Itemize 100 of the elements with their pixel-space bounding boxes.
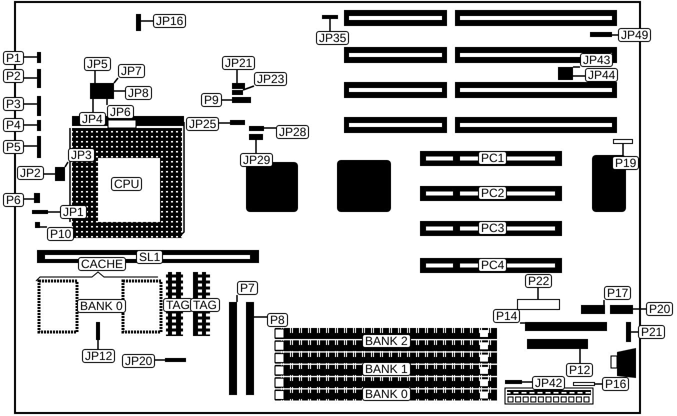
leader-line [40, 226, 47, 228]
jumper-block [232, 90, 243, 95]
leader-line [24, 103, 37, 105]
leader-line [141, 20, 153, 22]
leader-line [520, 322, 525, 324]
connector [613, 139, 633, 144]
jumper-block [32, 210, 48, 214]
leader-line [631, 331, 638, 333]
leader-line [24, 56, 37, 58]
callout-label: P5 [3, 140, 24, 154]
callout-label: JP21 [222, 56, 256, 70]
jumper-block [246, 302, 254, 395]
callout-label: BANK 2 [362, 334, 411, 348]
callout-label: JP35 [316, 31, 350, 45]
leader-line [633, 308, 646, 310]
callout-label: P8 [267, 313, 288, 327]
callout-label: P3 [3, 97, 24, 111]
callout-label: P1 [3, 51, 24, 65]
leader-line [622, 144, 624, 156]
leader-line [97, 340, 99, 349]
leader-line [48, 211, 60, 213]
callout-label: CACHE [78, 257, 126, 271]
callout-label: CPU [111, 177, 142, 191]
leader-line [94, 71, 96, 83]
leader-line [579, 349, 581, 363]
callout-label: JP1 [60, 205, 87, 219]
jumper-block [558, 67, 573, 80]
callout-label: BANK 0 [362, 387, 411, 401]
callout-label: JP29 [240, 153, 274, 167]
leader-line [242, 85, 254, 91]
leader-line [254, 316, 267, 318]
jumper-block [37, 120, 41, 131]
jumper-block [230, 120, 245, 125]
callout-label: JP2 [17, 166, 44, 180]
leader-line [595, 383, 602, 385]
jumper-block [249, 134, 263, 140]
callout-label: JP23 [254, 72, 288, 86]
jumper-block [37, 96, 41, 116]
leader-line [64, 162, 69, 168]
jumper-block [37, 69, 41, 88]
callout-label: P7 [237, 281, 258, 295]
jumper-block [626, 322, 631, 342]
leader-line [24, 198, 34, 200]
leader-line [92, 99, 94, 112]
jumper-block [102, 83, 114, 99]
callout-label: P12 [566, 363, 594, 377]
jumper-block [525, 322, 607, 331]
leader-line [537, 288, 539, 299]
callout-label: PC1 [478, 151, 508, 165]
callout-label: JP16 [153, 14, 186, 28]
leader-line [522, 381, 532, 383]
callout-label: P19 [612, 156, 640, 170]
callout-label: JP5 [84, 57, 111, 71]
leader-line [24, 145, 37, 147]
jumper-block [96, 322, 100, 340]
leader-line [219, 122, 230, 124]
connector [517, 299, 560, 310]
jumper-block [505, 380, 522, 384]
leader-line [222, 99, 232, 101]
jumper-block [165, 358, 186, 362]
leader-line [612, 34, 618, 36]
leader-line [573, 75, 585, 77]
callout-label: PC2 [478, 186, 508, 200]
jumper-block [232, 97, 251, 103]
leader-line [106, 99, 108, 105]
leader-line [603, 300, 605, 305]
callout-label: P16 [602, 377, 630, 391]
callout-label: JP20 [122, 354, 156, 368]
leader-line [114, 90, 125, 92]
callout-label: JP4 [79, 112, 106, 126]
callout-label: TAG [163, 298, 193, 312]
callout-label: P9 [201, 93, 222, 107]
jumper-block [55, 167, 65, 181]
jumper-block [322, 15, 338, 19]
callout-label: PC3 [478, 221, 508, 235]
callout-label: P21 [638, 325, 666, 339]
jumper-block [37, 52, 41, 63]
leader-line [155, 359, 165, 361]
leader-line [255, 140, 257, 153]
callout-label: JP8 [125, 86, 152, 100]
callout-label: P2 [3, 69, 24, 83]
leader-line [573, 66, 580, 68]
connector [573, 382, 595, 386]
leader-line [329, 19, 331, 31]
callout-label: P4 [3, 118, 24, 132]
callout-label: TAG [190, 298, 220, 312]
jumper-block [581, 305, 605, 314]
callout-label: JP28 [276, 125, 310, 139]
callout-label: SL1 [136, 250, 164, 264]
jumper-block [136, 14, 141, 31]
callout-label: P14 [493, 309, 520, 323]
callout-label: PC4 [478, 258, 508, 272]
jumper-block [90, 83, 102, 99]
callout-label: JP6 [107, 105, 134, 119]
jumper-block [249, 126, 264, 131]
callout-label: P20 [646, 302, 674, 316]
callout-label: JP43 [580, 53, 614, 67]
callout-label: P10 [47, 227, 74, 241]
callout-label: JP42 [532, 376, 566, 390]
callout-label: JP25 [186, 117, 220, 131]
